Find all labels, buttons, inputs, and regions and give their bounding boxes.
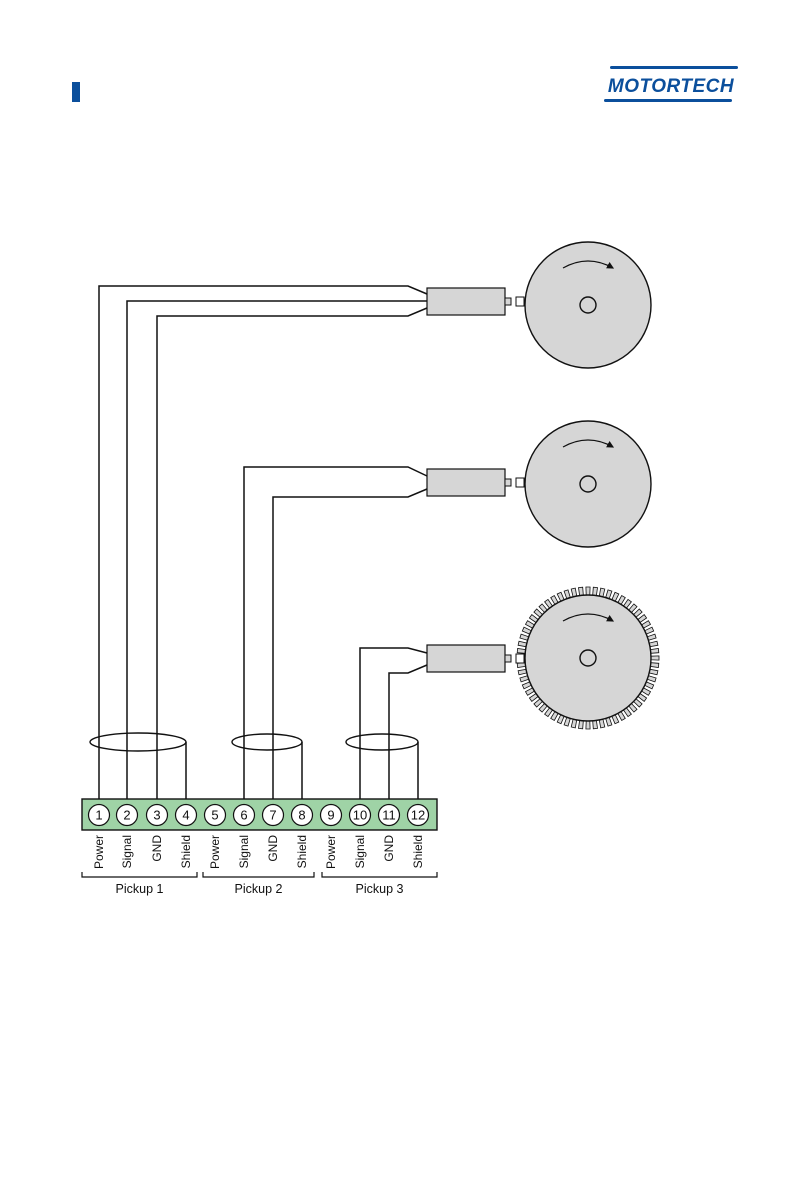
sensor-1 xyxy=(427,288,524,315)
terminal-number: 10 xyxy=(353,808,367,823)
group-label: Pickup 2 xyxy=(235,882,283,896)
wheel-hub xyxy=(580,476,596,492)
terminal-8: 8Shield xyxy=(292,805,313,869)
cable-shield-2 xyxy=(232,734,302,750)
wire-gnd-1 xyxy=(157,308,427,800)
sensor-3 xyxy=(427,645,524,672)
sensor-tip xyxy=(505,479,511,486)
cable-shield-1 xyxy=(90,733,186,751)
terminal-label: Signal xyxy=(237,835,251,868)
sensor-target xyxy=(516,654,524,663)
pickup-group-3: Pickup 3 xyxy=(322,872,437,896)
wheel-3 xyxy=(517,587,659,729)
terminal-number: 7 xyxy=(269,808,276,823)
wheel-tooth xyxy=(586,721,590,729)
sensor-2 xyxy=(427,469,524,496)
wheel-tooth xyxy=(579,720,584,728)
pickup-group-1: Pickup 1 xyxy=(82,872,197,896)
wires xyxy=(99,286,427,800)
wheel-tooth xyxy=(593,587,598,595)
wheel-tooth xyxy=(579,587,584,595)
wheel-hub xyxy=(580,650,596,666)
wire-gnd-2 xyxy=(273,489,427,800)
pickup-groups: Pickup 1 Pickup 2 Pickup 3 xyxy=(82,872,437,896)
wheel-tooth xyxy=(650,663,658,668)
terminal-number: 6 xyxy=(240,808,247,823)
wheel-1 xyxy=(525,242,651,368)
wire-signal-1 xyxy=(127,301,427,800)
wire-power-1 xyxy=(99,286,427,800)
terminal-label: Power xyxy=(324,835,338,869)
wire-gnd-3 xyxy=(389,665,427,800)
terminal-label: Power xyxy=(208,835,222,869)
terminal-number: 2 xyxy=(123,808,130,823)
group-bracket xyxy=(203,872,314,877)
sensor-tip xyxy=(505,298,511,305)
terminal-label: GND xyxy=(266,835,280,862)
group-label: Pickup 1 xyxy=(116,882,164,896)
sensor-target xyxy=(516,478,524,487)
pickup-sensor-icon xyxy=(427,645,505,672)
terminal-label: Signal xyxy=(120,835,134,868)
wheel-tooth xyxy=(586,587,590,595)
terminal-label: Power xyxy=(92,835,106,869)
terminal-number: 1 xyxy=(95,808,102,823)
terminal-label: Signal xyxy=(353,835,367,868)
terminal-label: Shield xyxy=(179,835,193,868)
pickup-group-2: Pickup 2 xyxy=(203,872,314,896)
wheel-tooth xyxy=(517,649,525,654)
cable-shields xyxy=(90,733,418,751)
group-label: Pickup 3 xyxy=(356,882,404,896)
pickup-sensor-icon xyxy=(427,469,505,496)
cable-shield-3 xyxy=(346,734,418,750)
terminal-number: 4 xyxy=(182,808,189,823)
terminal-number: 3 xyxy=(153,808,160,823)
terminal-number: 8 xyxy=(298,808,305,823)
terminal-number: 11 xyxy=(382,808,396,823)
terminal-label: Shield xyxy=(411,835,425,868)
sensor-tip xyxy=(505,655,511,662)
terminal-number: 12 xyxy=(411,808,425,823)
terminal-label: GND xyxy=(382,835,396,862)
wheel-tooth xyxy=(650,649,658,654)
wire-signal-3 xyxy=(360,648,427,800)
wheel-tooth xyxy=(651,656,659,660)
pickup-sensor-icon xyxy=(427,288,505,315)
wheel-tooth xyxy=(593,720,598,728)
group-bracket xyxy=(322,872,437,877)
terminal-label: Shield xyxy=(295,835,309,868)
wheel-2 xyxy=(525,421,651,547)
terminal-number: 5 xyxy=(211,808,218,823)
terminal-number: 9 xyxy=(327,808,334,823)
terminal-label: GND xyxy=(150,835,164,862)
sensor-target xyxy=(516,297,524,306)
wheel-hub xyxy=(580,297,596,313)
group-bracket xyxy=(82,872,197,877)
